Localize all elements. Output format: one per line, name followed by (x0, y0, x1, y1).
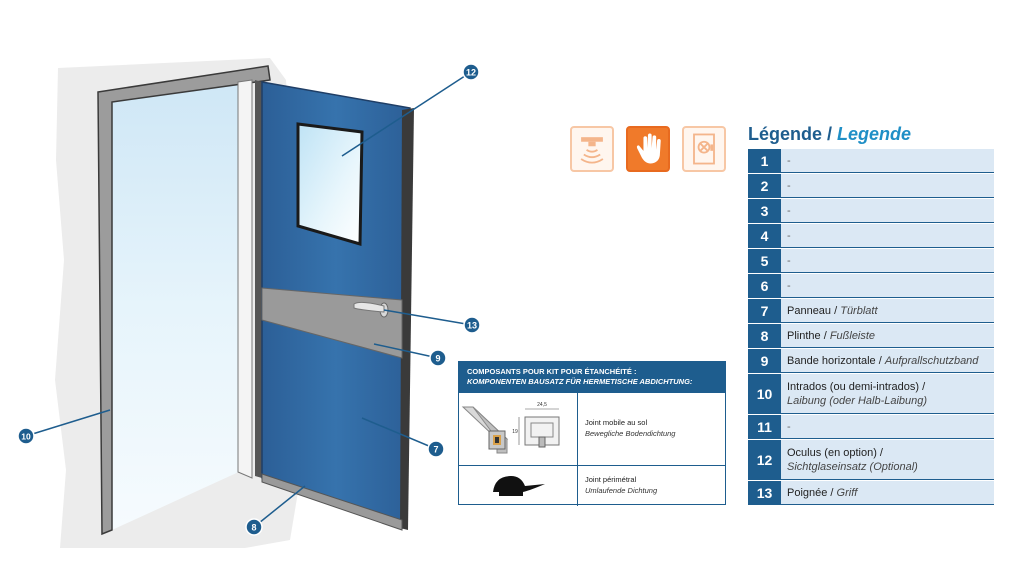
legend-label-fr: - (787, 229, 791, 242)
legend-number: 8 (748, 324, 781, 347)
sensor-icon (570, 126, 614, 172)
legend-row-2: 2- (748, 174, 994, 198)
legend-text: Oculus (en option) /Sichtglaseinsatz (Op… (781, 440, 918, 479)
svg-text:19: 19 (512, 429, 518, 435)
legend-separator: / (875, 354, 885, 367)
svg-text:12: 12 (466, 68, 476, 78)
legend-number: 9 (748, 349, 781, 372)
floor-seal-image: 24,5 19 (459, 393, 578, 465)
kit-row1-de: Bewegliche Bodendichtung (585, 429, 676, 438)
hand-icon (626, 126, 670, 172)
legend-title-de: Legende (837, 124, 912, 144)
legend-label-fr: Poignée (787, 486, 828, 499)
legend-number: 4 (748, 224, 781, 247)
kit-title-fr: COMPOSANTS POUR KIT POUR ÉTANCHÉITÉ : (467, 367, 637, 376)
legend-number: 12 (748, 440, 781, 479)
legend-label-de: Sichtglaseinsatz (Optional) (787, 460, 918, 473)
legend-label-fr: - (787, 154, 791, 167)
legend-label-fr: Oculus (en option) / (787, 446, 883, 459)
legend-title: Légende / Legende (748, 124, 911, 145)
door-illustration: 12 13 9 7 8 10 (17, 58, 481, 548)
svg-text:9: 9 (435, 354, 440, 364)
legend-label-de: Fußleiste (829, 329, 876, 342)
callout-8: 8 (245, 518, 263, 536)
legend-text: Bande horizontale / Aufprallschutzband (781, 349, 978, 372)
legend-number: 11 (748, 415, 781, 438)
legend-separator: / (827, 486, 837, 499)
legend-number: 6 (748, 274, 781, 297)
legend-label-de: Türblatt (840, 304, 878, 317)
kick-plate (261, 473, 403, 531)
legend-label-fr: Intrados (ou demi-intrados) / (787, 380, 926, 393)
legend-number: 1 (748, 149, 781, 172)
callout-7: 7 (427, 440, 445, 458)
legend-text: - (781, 249, 791, 272)
kit-row2-de: Umlaufende Dichtung (585, 486, 658, 495)
legend-title-fr: Légende / (748, 124, 833, 144)
legend-label-de: Griff (836, 486, 858, 499)
svg-text:24,5: 24,5 (537, 402, 547, 408)
legend-number: 10 (748, 374, 781, 413)
legend-text: - (781, 149, 791, 172)
legend-row-11: 11- (748, 415, 994, 439)
svg-text:7: 7 (433, 445, 438, 455)
legend-label-fr: Panneau (787, 304, 832, 317)
legend-text: Panneau / Türblatt (781, 299, 878, 322)
legend-label-fr: - (787, 420, 791, 433)
legend-text: Plinthe / Fußleiste (781, 324, 875, 347)
legend-text: - (781, 199, 791, 222)
callout-13: 13 (463, 316, 481, 334)
legend-number: 13 (748, 481, 781, 504)
kit-title-de: KOMPONENTEN BAUSATZ FÜR HERMETISCHE ABDI… (467, 376, 693, 386)
legend-row-6: 6- (748, 274, 994, 298)
legend-label-fr: Plinthe (787, 329, 821, 342)
kit-row-floor-seal: 24,5 19 Joint mobile au sol Bewegliche B… (459, 392, 725, 465)
legend-label-fr: Bande horizontale (787, 354, 876, 367)
legend-row-1: 1- (748, 149, 994, 173)
svg-text:10: 10 (21, 432, 31, 442)
sealing-kit-box: COMPOSANTS POUR KIT POUR ÉTANCHÉITÉ : KO… (458, 361, 726, 506)
door-frame (97, 65, 271, 536)
kit-row1-fr: Joint mobile au sol (585, 418, 648, 427)
legend-row-3: 3- (748, 199, 994, 223)
callout-10: 10 (17, 427, 35, 445)
legend-text: - (781, 174, 791, 197)
legend-label-fr: - (787, 179, 791, 192)
legend-row-5: 5- (748, 249, 994, 273)
legend-separator: / (831, 304, 841, 317)
legend-text: Intrados (ou demi-intrados) /Laibung (od… (781, 374, 927, 413)
perimeter-seal-image (459, 466, 578, 506)
svg-text:8: 8 (251, 523, 256, 533)
legend-text: - (781, 415, 791, 438)
door-lock-icon (682, 126, 726, 172)
callout-12: 12 (462, 63, 480, 81)
kit-row2-fr: Joint périmétral (585, 475, 637, 484)
legend-label-de: Laibung (oder Halb-Laibung) (787, 394, 928, 407)
oculus-window (296, 122, 364, 246)
legend-label-fr: - (787, 279, 791, 292)
legend-label-fr: - (787, 254, 791, 267)
legend-label-fr: - (787, 204, 791, 217)
legend-number: 7 (748, 299, 781, 322)
legend-number: 2 (748, 174, 781, 197)
callout-9: 9 (429, 349, 447, 367)
kit-header: COMPOSANTS POUR KIT POUR ÉTANCHÉITÉ : KO… (459, 362, 725, 392)
legend-number: 3 (748, 199, 781, 222)
legend-label-de: Aufprallschutzband (884, 354, 979, 367)
legend-text: - (781, 274, 791, 297)
legend-text: - (781, 224, 791, 247)
legend-number: 5 (748, 249, 781, 272)
legend-separator: / (820, 329, 830, 342)
svg-text:13: 13 (467, 321, 477, 331)
kit-row-perimeter-seal: Joint périmétral Umlaufende Dichtung (459, 465, 725, 506)
legend-row-4: 4- (748, 224, 994, 248)
legend-text: Poignée / Griff (781, 481, 857, 504)
